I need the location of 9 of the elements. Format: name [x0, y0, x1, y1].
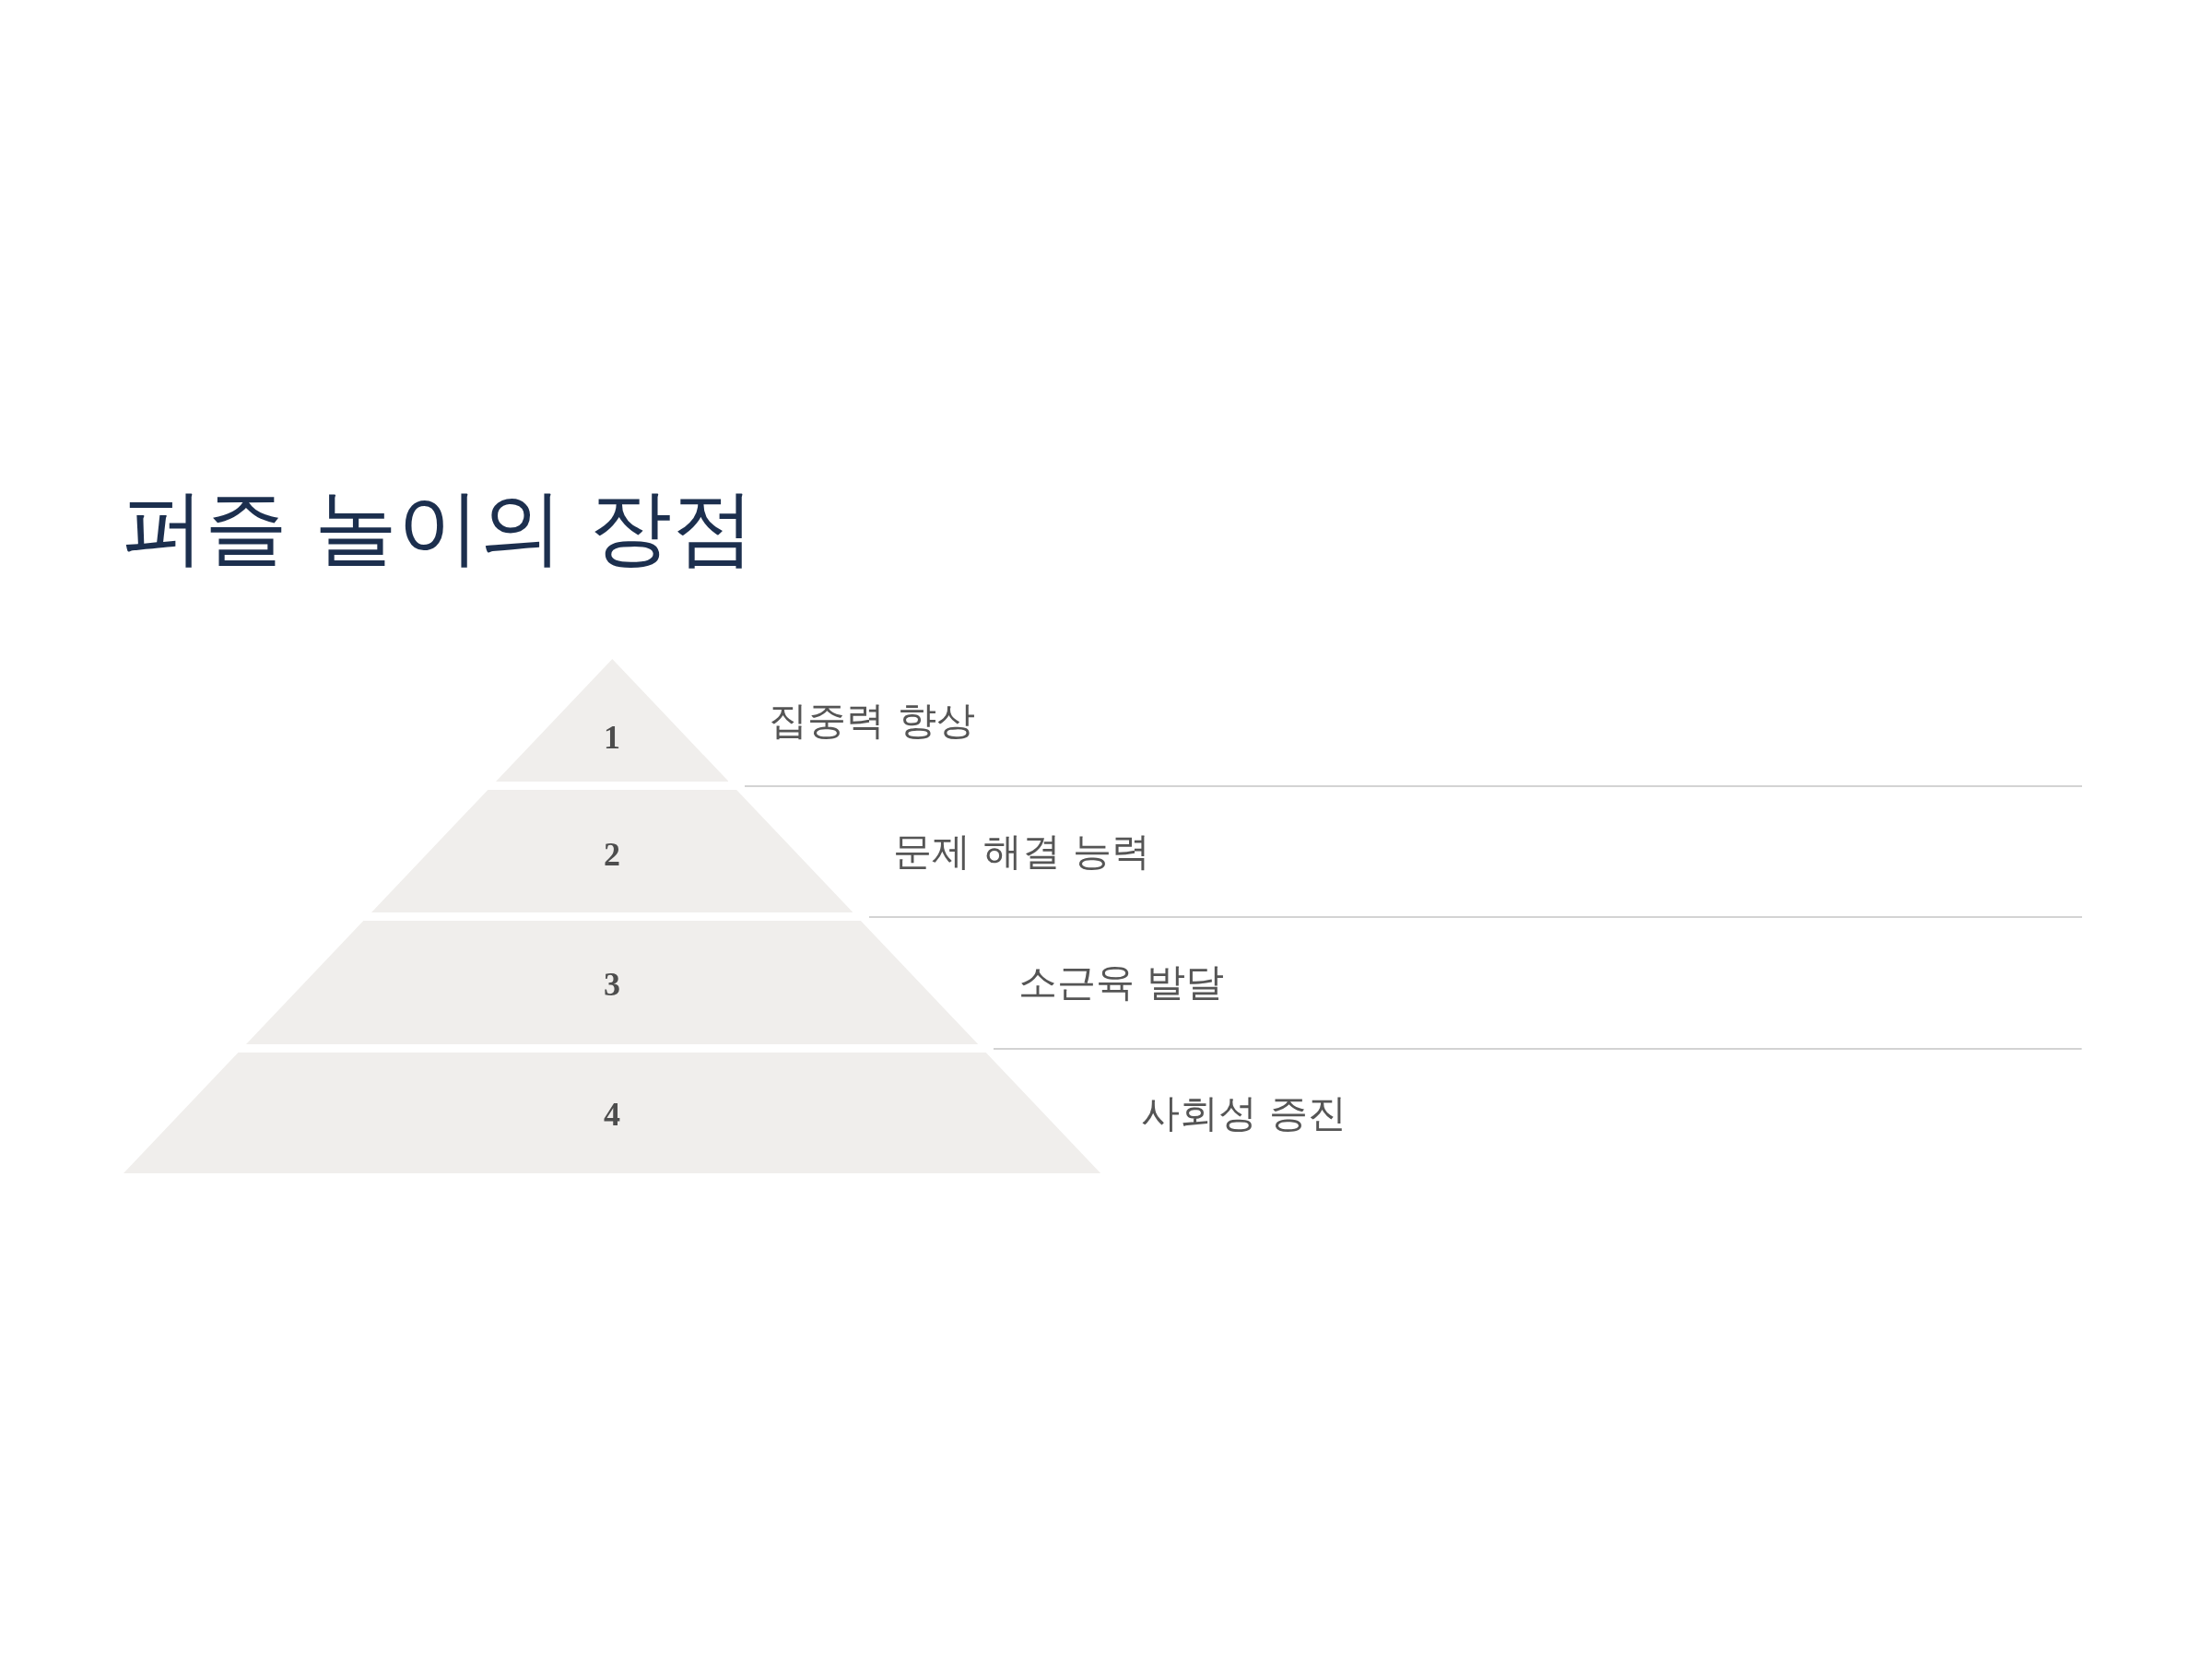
- tier-number: 4: [604, 1097, 620, 1131]
- tier-caption: 집중력 향상: [769, 698, 975, 743]
- tier-caption: 소근육 발달: [1018, 959, 1225, 1006]
- tier-number: 2: [604, 837, 620, 871]
- tier-number: 1: [604, 720, 620, 754]
- tier-caption: 문제 해결 능력: [893, 829, 1150, 874]
- title: 퍼즐 놀이의 장점: [122, 481, 756, 572]
- tier-caption: 사회성 증진: [1141, 1090, 1347, 1135]
- tier-number: 3: [604, 968, 620, 1001]
